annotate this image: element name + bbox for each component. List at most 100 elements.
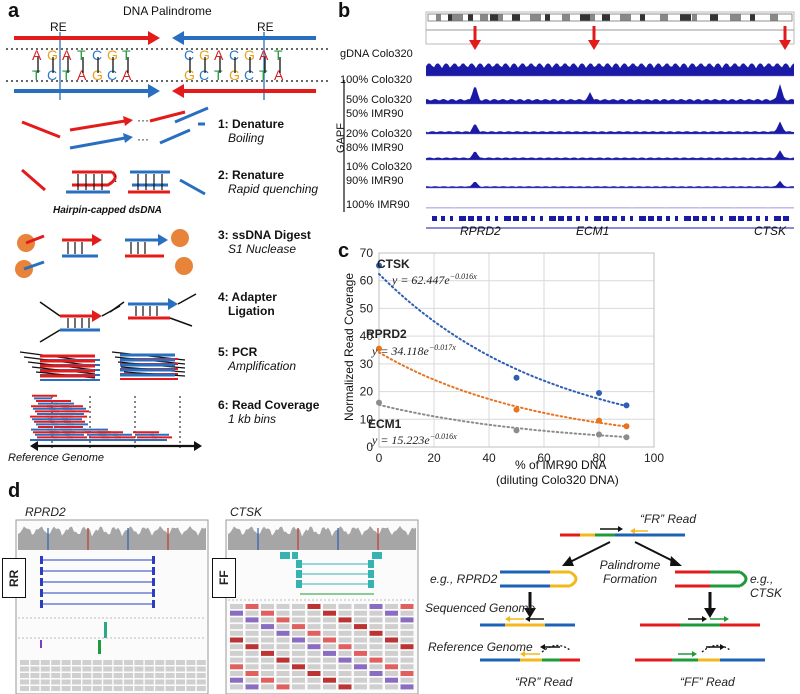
ideogram-band: [602, 14, 610, 21]
igv-read-block: [338, 671, 352, 676]
igv-read-block: [400, 610, 414, 616]
igv-read-block: [369, 664, 383, 670]
igv-read-block: [400, 684, 414, 690]
step-5-title: 5: PCR: [218, 345, 258, 359]
igv-read-block: [400, 664, 414, 670]
igv-read-block: [323, 684, 336, 690]
step-3-title: 3: ssDNA Digest: [218, 228, 311, 242]
step-2-sub: Rapid quenching: [228, 182, 319, 196]
fit-line-ctsk: [378, 272, 628, 407]
igv-read-block: [261, 644, 274, 650]
gene-feature: [738, 216, 744, 221]
sequence-letter: T: [32, 67, 41, 83]
ideogram-outline: [427, 13, 793, 22]
track-label-3b: 80% IMR90: [346, 142, 404, 154]
igv-read-block: [323, 624, 336, 630]
sequence-letter: C: [107, 67, 117, 83]
igv-read-block: [261, 604, 274, 609]
igv-read-block: [354, 684, 367, 690]
igv-read-block: [323, 637, 336, 643]
rr-read: [40, 567, 43, 575]
rr-read: [152, 567, 155, 575]
gene-feature: [477, 216, 482, 221]
red-arrow-head: [779, 40, 791, 50]
igv-read-block: [292, 684, 305, 690]
gene-feature: [747, 216, 752, 221]
igv-read-block: [245, 610, 259, 616]
data-point-ecm1: [376, 399, 382, 406]
panel-d: RPRD2 CTSK RR FF: [0, 500, 800, 694]
igv-read-block: [103, 673, 113, 678]
igv-read-block: [196, 660, 206, 665]
gene-feature: [729, 216, 736, 221]
ff-read: [296, 560, 302, 568]
x-tick-label: 0: [376, 451, 383, 465]
igv-read-block: [134, 673, 144, 678]
igv-read-block: [245, 630, 259, 636]
igv-read-block: [92, 673, 102, 678]
igv-read-block: [134, 666, 144, 672]
sequence-letter: T: [274, 47, 283, 63]
rr-read: [152, 600, 155, 608]
igv-read-block: [354, 624, 367, 630]
igv-read-block: [51, 686, 61, 691]
equation-rprd2-base: y = 34.118e: [372, 344, 429, 358]
igv-read-block: [165, 666, 175, 672]
sequence-letter: C: [184, 47, 194, 63]
rr-read: [40, 578, 43, 586]
igv-read-block: [124, 679, 133, 685]
d-gene-right: CTSK: [230, 505, 263, 519]
gene-feature: [756, 216, 760, 221]
gene-feature: [657, 216, 662, 221]
igv-read-block: [186, 660, 196, 665]
y-tick-label: 60: [360, 274, 374, 288]
gene-feature: [531, 216, 535, 221]
rr-read-label: “RR” Read: [515, 675, 573, 689]
igv-read-block: [292, 624, 305, 630]
igv-read-block: [165, 660, 175, 665]
igv-read-block: [307, 664, 321, 670]
igv-read-block: [338, 637, 352, 643]
equation-ecm1: y = 15.223e−0.016x: [372, 432, 457, 448]
d-gene-left: RPRD2: [25, 505, 66, 519]
coverage-track: [426, 121, 794, 134]
sequence-letter: A: [32, 47, 42, 63]
igv-read-block: [338, 617, 352, 623]
igv-read-block: [400, 657, 414, 663]
gene-feature: [630, 216, 633, 221]
igv-read-block: [292, 604, 305, 609]
igv-read-block: [354, 617, 367, 623]
igv-read-block: [385, 637, 398, 643]
ideogram-band: [730, 14, 741, 21]
igv-read: [40, 640, 42, 648]
igv-read-block: [292, 650, 305, 656]
sequence-letter: T: [77, 47, 86, 63]
igv-read-block: [155, 673, 165, 678]
igv-read-block: [307, 624, 321, 630]
igv-read-block: [292, 617, 305, 623]
igv-read-block: [276, 604, 290, 609]
ideogram-band: [468, 14, 473, 21]
igv-read-block: [385, 644, 398, 650]
gene-feature: [774, 216, 781, 221]
igv-read-block: [276, 610, 290, 616]
ff-read: [368, 580, 374, 588]
chart-xlabel-2: (diluting Colo320 DNA): [496, 473, 619, 487]
igv-read-block: [230, 630, 243, 636]
igv-read-block: [92, 660, 102, 665]
igv-read-block: [292, 657, 305, 663]
sequence-letter: A: [122, 67, 132, 83]
igv-read-block: [385, 617, 398, 623]
ff-read: [296, 580, 302, 588]
step-1: 1: Denature Boiling: [218, 117, 284, 145]
igv-read-block: [354, 677, 367, 683]
igv-read-block: [354, 637, 367, 643]
igv-read-block: [134, 660, 144, 665]
igv-read-block: [92, 686, 102, 691]
ideogram-band: [480, 14, 488, 21]
track-label-5: 100% IMR90: [346, 199, 410, 211]
palindrome-title: DNA Palindrome: [123, 4, 212, 18]
panel-letter-c: c: [338, 240, 350, 262]
